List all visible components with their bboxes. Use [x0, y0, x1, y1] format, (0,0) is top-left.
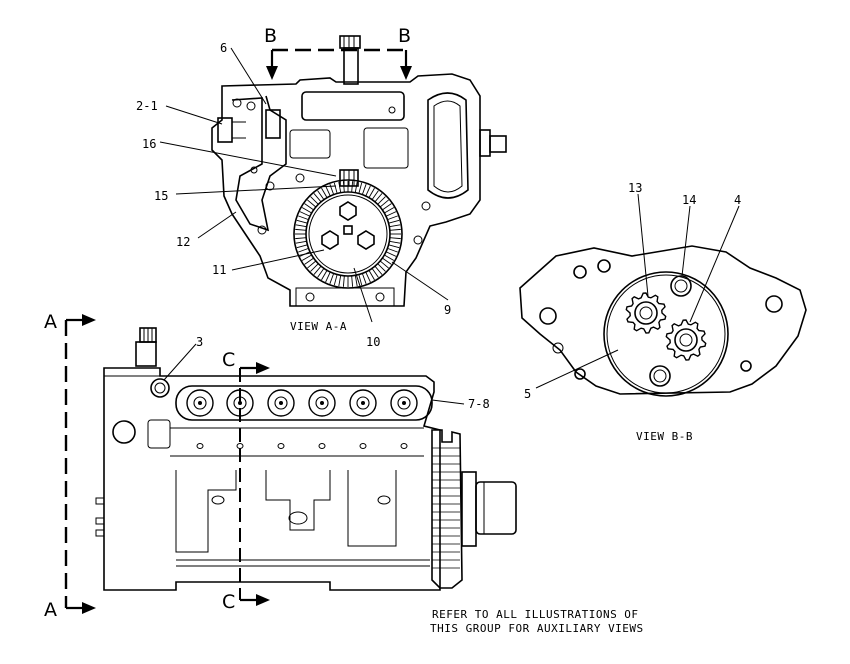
view-captions: VIEW A-A VIEW B-B — [290, 320, 693, 443]
callout-15: 15 — [154, 189, 168, 203]
callout-11: 11 — [212, 263, 226, 277]
callout-13: 13 — [628, 181, 642, 195]
view-b-b-drawing — [519, 193, 807, 397]
callout-labels: 6 2-1 16 15 12 11 10 9 3 7-8 13 14 4 5 — [136, 41, 741, 411]
callout-2-1: 2-1 — [136, 99, 158, 113]
caption-view-a-a: VIEW A-A — [290, 320, 347, 333]
gear-view-a — [293, 179, 403, 289]
callout-6: 6 — [220, 41, 227, 55]
pump-gears-view-b — [625, 292, 707, 361]
footer-note: REFER TO ALL ILLUSTRATIONS OF THIS GROUP… — [430, 608, 644, 635]
section-marker-a-bottom: A — [44, 599, 57, 621]
section-line-a — [64, 314, 96, 614]
callout-3: 3 — [196, 335, 203, 349]
view-a-a-drawing — [159, 35, 507, 323]
section-marker-c-top: C — [222, 349, 235, 371]
section-marker-c-bottom: C — [222, 591, 235, 613]
callout-14: 14 — [682, 193, 696, 207]
callout-4: 4 — [734, 193, 741, 207]
callout-9: 9 — [444, 303, 451, 317]
footer-note-line-2: THIS GROUP FOR AUXILIARY VIEWS — [430, 622, 644, 635]
section-marker-labels: B B A A C C — [44, 25, 411, 621]
callout-10: 10 — [366, 335, 380, 349]
section-marker-b-left: B — [264, 25, 277, 47]
callout-16: 16 — [142, 137, 156, 151]
section-marker-a-top: A — [44, 311, 57, 333]
section-marker-b-right: B — [398, 25, 411, 47]
section-line-b — [266, 48, 412, 80]
callout-12: 12 — [176, 235, 190, 249]
callout-5: 5 — [524, 387, 531, 401]
callout-7-8: 7-8 — [468, 397, 490, 411]
caption-view-b-b: VIEW B-B — [636, 430, 693, 443]
section-line-c — [239, 362, 270, 606]
footer-note-line-1: REFER TO ALL ILLUSTRATIONS OF — [432, 608, 639, 621]
side-view-drawing — [64, 314, 517, 614]
